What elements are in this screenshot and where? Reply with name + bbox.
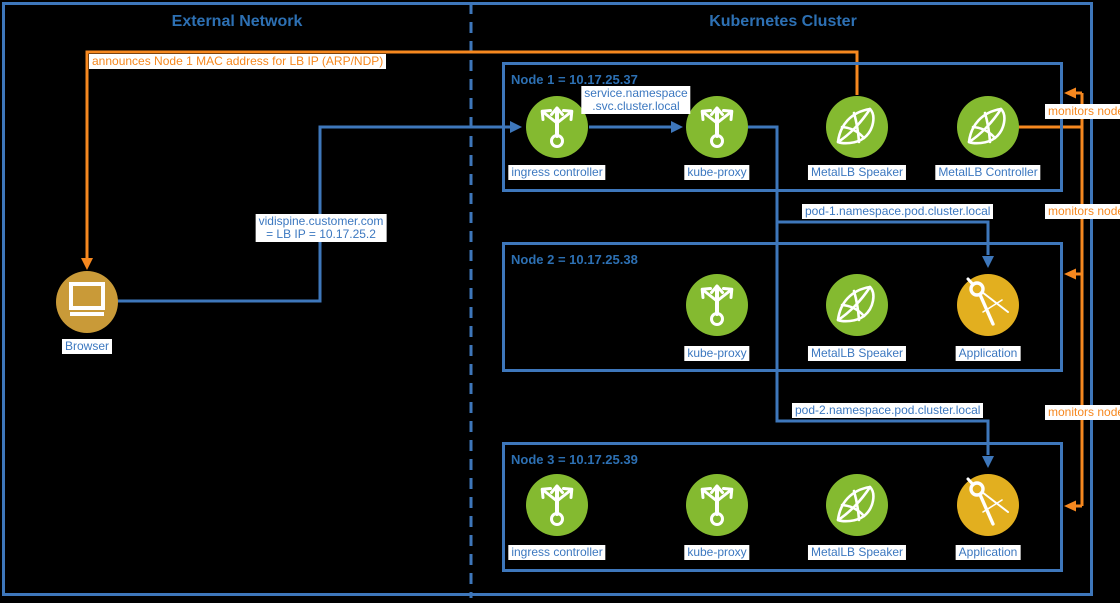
vidispine-edge-label: vidispine.customer.com = LB IP = 10.17.2… — [255, 214, 387, 242]
kubernetes-cluster-title: Kubernetes Cluster — [709, 13, 857, 30]
node3-application-icon — [957, 474, 1019, 536]
node1-kube-proxy-icon — [686, 96, 748, 158]
browser-label: Browser — [61, 339, 113, 354]
pod2-dns-edge-label: pod-2.namespace.pod.cluster.local — [792, 403, 984, 418]
node2-kube-proxy-label: kube-proxy — [684, 346, 750, 361]
metallb-fan-icon — [836, 485, 875, 523]
node1-box: Node 1 = 10.17.25.37 — [502, 62, 1063, 192]
arrowhead-into-node2 — [1064, 268, 1076, 280]
node2-kube-proxy-icon — [686, 274, 748, 336]
service-dns-edge-label: service.namespace .svc.cluster.local — [581, 86, 691, 114]
metallb-fan-icon — [836, 285, 875, 323]
node3-title: Node 3 = 10.17.25.39 — [511, 452, 638, 467]
trident-icon — [700, 284, 734, 326]
trident-icon — [700, 106, 734, 148]
node3-kube-proxy-label: kube-proxy — [684, 545, 750, 560]
node1-metallb-speaker-icon — [826, 96, 888, 158]
node3-box: Node 3 = 10.17.25.39 — [502, 442, 1063, 572]
edge-kubeproxy-trunk-pod2 — [747, 125, 990, 455]
node3-metallb-speaker-icon — [826, 474, 888, 536]
node1-metallb-controller-label: MetalLB Controller — [935, 165, 1041, 180]
node3-kube-proxy-icon — [686, 474, 748, 536]
monitors-node2-label: monitors node — [1045, 204, 1120, 219]
vidispine-line1: vidispine.customer.com — [258, 214, 384, 228]
node1-ingress-controller-label: ingress controller — [508, 165, 606, 180]
node2-title: Node 2 = 10.17.25.38 — [511, 252, 638, 267]
arrowhead-into-kubeproxy — [671, 121, 683, 133]
service-dns-line2: .svc.cluster.local — [592, 99, 680, 113]
node3-ingress-controller-icon — [526, 474, 588, 536]
service-dns-line1: service.namespace — [584, 86, 688, 100]
arrowhead-into-node1 — [1064, 87, 1076, 99]
arrowhead-into-node3 — [1064, 500, 1076, 512]
pod1-dns-edge-label: pod-1.namespace.pod.cluster.local — [802, 204, 994, 219]
compass-icon — [966, 277, 1009, 326]
arrowhead-into-application-node3 — [982, 456, 994, 468]
node2-metallb-speaker-icon — [826, 274, 888, 336]
arrowhead-into-application-node2 — [982, 256, 994, 268]
node3-metallb-speaker-label: MetalLB Speaker — [807, 545, 907, 560]
vidispine-line2: = LB IP = 10.17.25.2 — [266, 227, 376, 241]
arrowhead-into-browser — [81, 258, 93, 270]
trident-icon — [700, 484, 734, 526]
metallb-fan-icon — [836, 107, 875, 145]
node1-metallb-speaker-label: MetalLB Speaker — [807, 165, 907, 180]
node3-ingress-controller-label: ingress controller — [508, 545, 606, 560]
compass-icon — [966, 477, 1009, 526]
monitors-node1-label: monitors node — [1045, 104, 1120, 119]
edge-speaker-announce-to-browser — [85, 50, 859, 258]
node2-box: Node 2 = 10.17.25.38 — [502, 242, 1063, 372]
external-network-title: External Network — [171, 13, 303, 30]
monitors-node3-label: monitors node — [1045, 405, 1120, 420]
node1-metallb-controller-icon — [957, 96, 1019, 158]
arrowhead-into-ingress — [510, 121, 522, 133]
node2-application-icon — [957, 274, 1019, 336]
monitor-icon — [69, 282, 105, 316]
browser-icon — [56, 271, 118, 333]
trident-icon — [540, 484, 574, 526]
node3-application-label: Application — [955, 545, 1021, 560]
metallb-fan-icon — [967, 107, 1006, 145]
trident-icon — [540, 106, 574, 148]
node1-title: Node 1 = 10.17.25.37 — [511, 72, 638, 87]
announce-edge-label: announces Node 1 MAC address for LB IP (… — [89, 54, 387, 69]
node2-application-label: Application — [955, 346, 1021, 361]
node1-kube-proxy-label: kube-proxy — [684, 165, 750, 180]
node2-metallb-speaker-label: MetalLB Speaker — [807, 346, 907, 361]
node1-ingress-controller-icon — [526, 96, 588, 158]
edge-controller-monitors — [1017, 91, 1084, 508]
